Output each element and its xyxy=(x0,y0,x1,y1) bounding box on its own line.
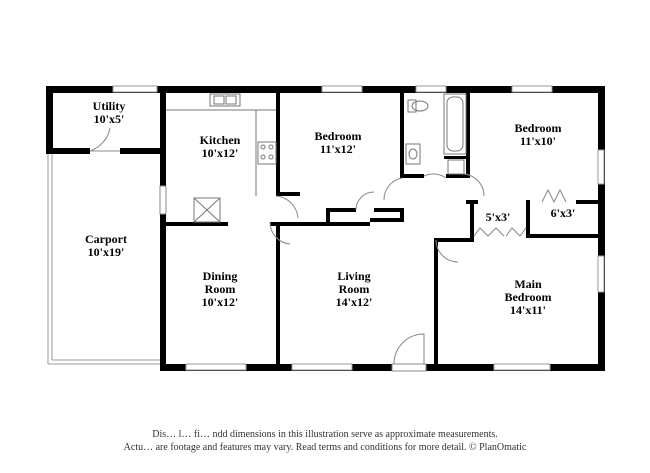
room-name: Main xyxy=(514,277,542,291)
room-dimensions: 10'x12' xyxy=(201,295,239,309)
room-dimensions: 10'x5' xyxy=(93,112,125,126)
room-utility: Utility 10'x5' xyxy=(80,100,138,126)
disclaimer-line-1: Dis… l… fi… ndd dimensions in this illus… xyxy=(152,429,498,440)
room-name: Carport xyxy=(85,232,127,246)
carport-outline xyxy=(47,154,160,365)
room-dimensions: 14'x11' xyxy=(509,303,546,317)
closet-1: 5'x3' xyxy=(476,211,520,224)
windows xyxy=(112,85,605,371)
doors xyxy=(89,127,567,372)
room-name: Utility xyxy=(92,99,126,113)
room-bedroom-2: Bedroom 11'x10' xyxy=(502,122,574,148)
fixtures xyxy=(166,93,467,223)
room-name: Kitchen xyxy=(199,133,241,147)
room-dimensions: 10'x19' xyxy=(87,245,125,259)
room-dimensions: 10'x12' xyxy=(201,146,239,160)
room-name: Bedroom xyxy=(514,121,562,135)
room-dimensions: 14'x12' xyxy=(335,295,373,309)
room-name-line2: Room xyxy=(204,282,236,296)
room-carport: Carport 10'x19' xyxy=(70,233,142,259)
interior-walls xyxy=(166,92,604,364)
room-dimensions: 11'x12' xyxy=(319,142,356,156)
room-name: Living xyxy=(337,269,371,283)
room-name: Bedroom xyxy=(314,129,362,143)
room-kitchen: Kitchen 10'x12' xyxy=(186,134,254,160)
disclaimer-line-2: Actu… are footage and features may vary.… xyxy=(123,442,527,453)
room-living: Living Room 14'x12' xyxy=(318,270,390,309)
room-dining: Dining Room 10'x12' xyxy=(186,270,254,309)
room-dimensions: 5'x3' xyxy=(485,210,511,224)
room-dimensions: 11'x10' xyxy=(519,134,556,148)
room-dimensions: 6'x3' xyxy=(550,206,576,220)
room-main-bedroom: Main Bedroom 14'x11' xyxy=(490,278,566,317)
room-bedroom-1: Bedroom 11'x12' xyxy=(302,130,374,156)
room-name-line2: Bedroom xyxy=(504,290,552,304)
room-name: Dining xyxy=(202,269,238,283)
room-name-line2: Room xyxy=(338,282,370,296)
closet-2: 6'x3' xyxy=(540,207,586,220)
